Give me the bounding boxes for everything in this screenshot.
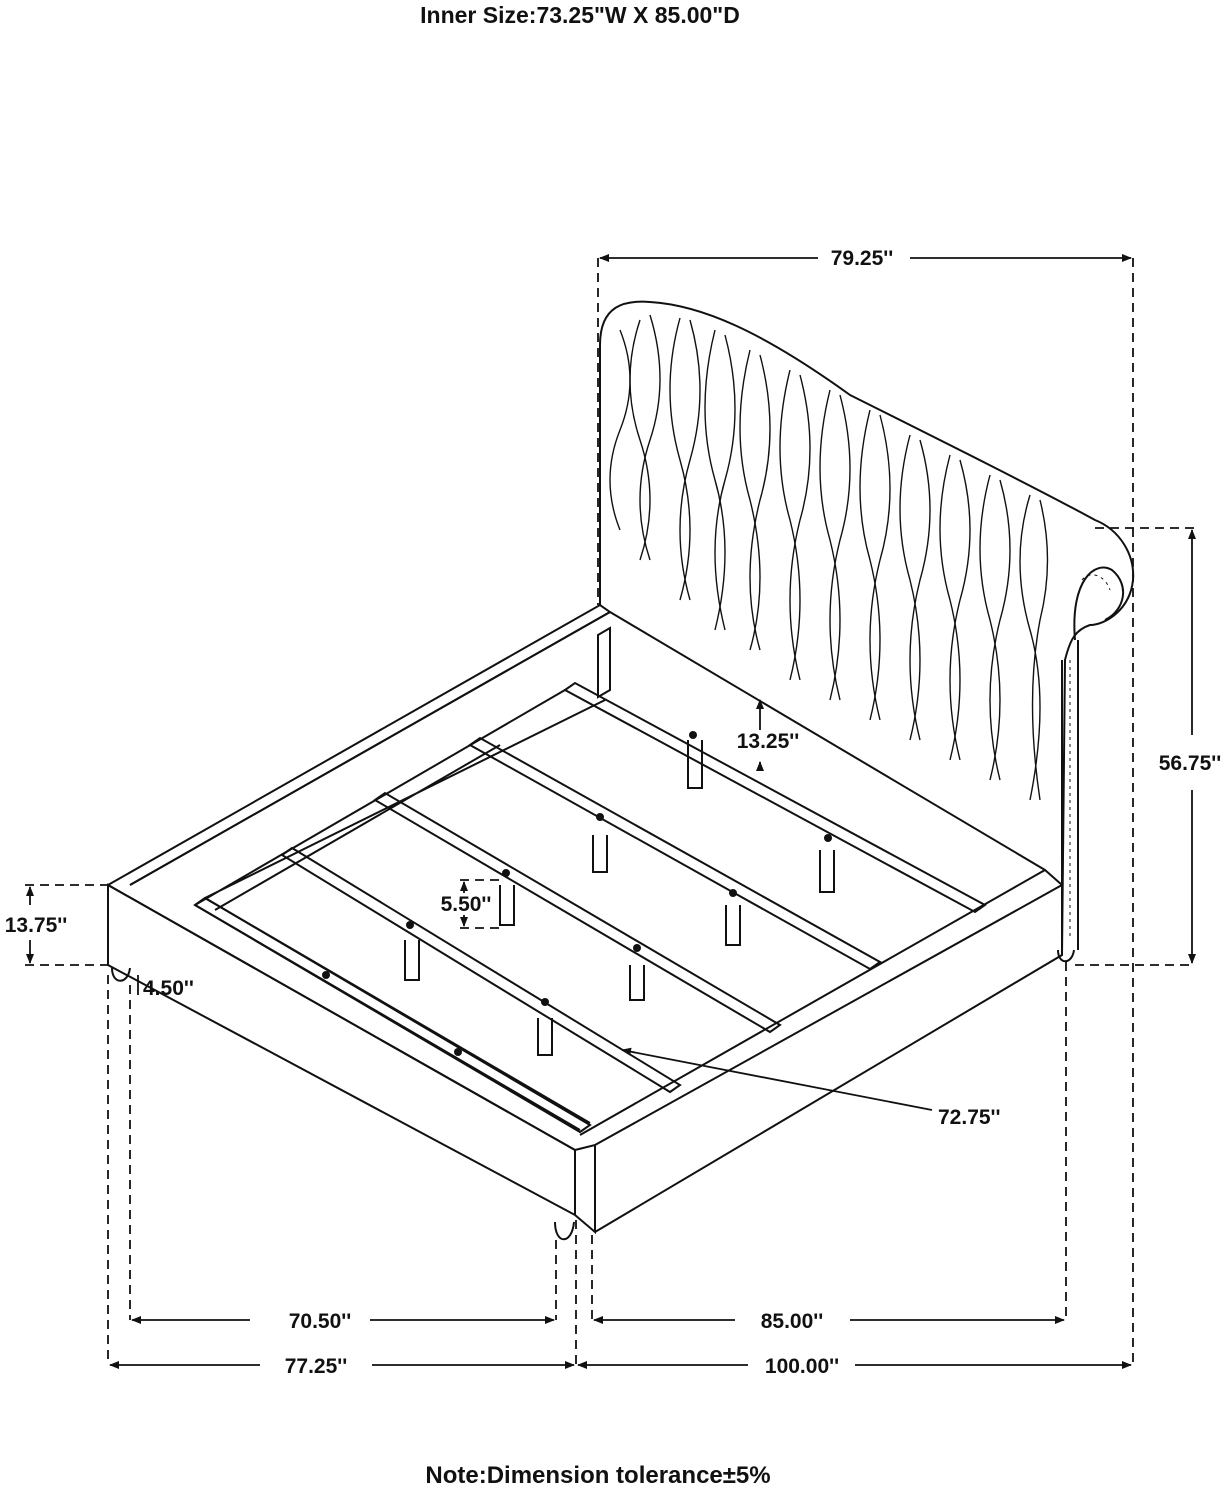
overall-length-label: 100.00'' (765, 1355, 839, 1378)
rail-height-label: 13.75'' (5, 914, 68, 937)
inner-size-title: Inner Size:73.25"W X 85.00"D (420, 2, 740, 28)
inner-side-length-label: 85.00'' (761, 1310, 824, 1333)
headboard (599, 300, 1135, 956)
dimension-lines (25, 254, 1196, 1369)
bed-frame (107, 603, 1075, 1241)
inner-front-width-label: 70.50'' (289, 1310, 352, 1333)
headboard-width-label: 79.25'' (831, 247, 894, 270)
overall-width-label: 77.25'' (285, 1355, 348, 1378)
nailhead-trim (1069, 574, 1111, 940)
support-leg-label: 5.50'' (441, 893, 492, 916)
slats (193, 681, 987, 1134)
headboard-height-label: 56.75'' (1159, 752, 1222, 775)
slat-length-label: 72.75'' (938, 1106, 1001, 1129)
leg-height-label: 4.50'' (143, 977, 194, 1000)
tolerance-note: Note:Dimension tolerance±5% (425, 1462, 771, 1489)
slat-clearance-label: 13.25'' (737, 730, 800, 753)
